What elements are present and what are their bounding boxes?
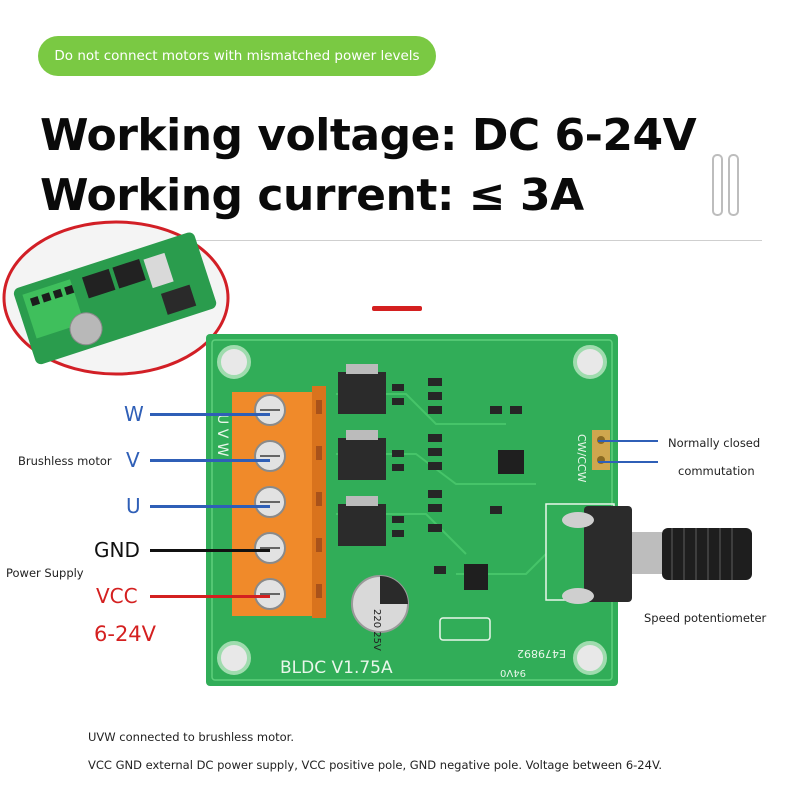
cwccw-line-bottom bbox=[598, 461, 658, 463]
speed-potentiometer bbox=[562, 506, 752, 604]
cwccw-line-top bbox=[598, 440, 658, 442]
power-supply-label: Power Supply bbox=[6, 566, 84, 580]
wire-v-line bbox=[150, 459, 270, 462]
wire-v-label: V bbox=[126, 448, 140, 472]
warning-banner: Do not connect motors with mismatched po… bbox=[38, 36, 436, 76]
cwccw-silk-label: CW/CCW bbox=[575, 434, 588, 483]
voltage-range-label: 6-24V bbox=[94, 622, 157, 646]
wire-gnd-label: GND bbox=[94, 538, 140, 562]
speed-potentiometer-label: Speed potentiometer bbox=[644, 611, 767, 625]
note-power: VCC GND external DC power supply, VCC po… bbox=[88, 758, 662, 772]
capacitor-label: 220 25V bbox=[371, 609, 382, 651]
decorative-bars bbox=[712, 154, 742, 216]
red-accent-dash bbox=[372, 306, 422, 311]
wire-w-label: W bbox=[124, 402, 144, 426]
wire-u-label: U bbox=[126, 494, 141, 518]
board-code-label: E479892 bbox=[517, 647, 566, 660]
board-grade-label: 94V0 bbox=[500, 667, 526, 678]
working-voltage-heading: Working voltage: DC 6-24V bbox=[40, 110, 697, 161]
wire-vcc-label: VCC bbox=[96, 584, 138, 608]
terminal-block bbox=[232, 386, 326, 618]
board-photo-inset bbox=[2, 220, 230, 376]
uvw-silk-label: U V W bbox=[214, 414, 230, 457]
normally-closed-label: Normally closed bbox=[668, 436, 761, 450]
wire-gnd-line bbox=[150, 549, 270, 552]
divider bbox=[40, 240, 762, 241]
note-uvw: UVW connected to brushless motor. bbox=[88, 730, 295, 744]
working-current-heading: Working current: ≤ 3A bbox=[40, 170, 584, 221]
board-model-label: BLDC V1.75A bbox=[280, 658, 393, 678]
commutation-label: commutation bbox=[678, 464, 755, 478]
wire-vcc-line bbox=[150, 595, 270, 598]
brushless-motor-label: Brushless motor bbox=[18, 454, 112, 468]
wire-w-line bbox=[150, 413, 270, 416]
wire-u-line bbox=[150, 505, 270, 508]
